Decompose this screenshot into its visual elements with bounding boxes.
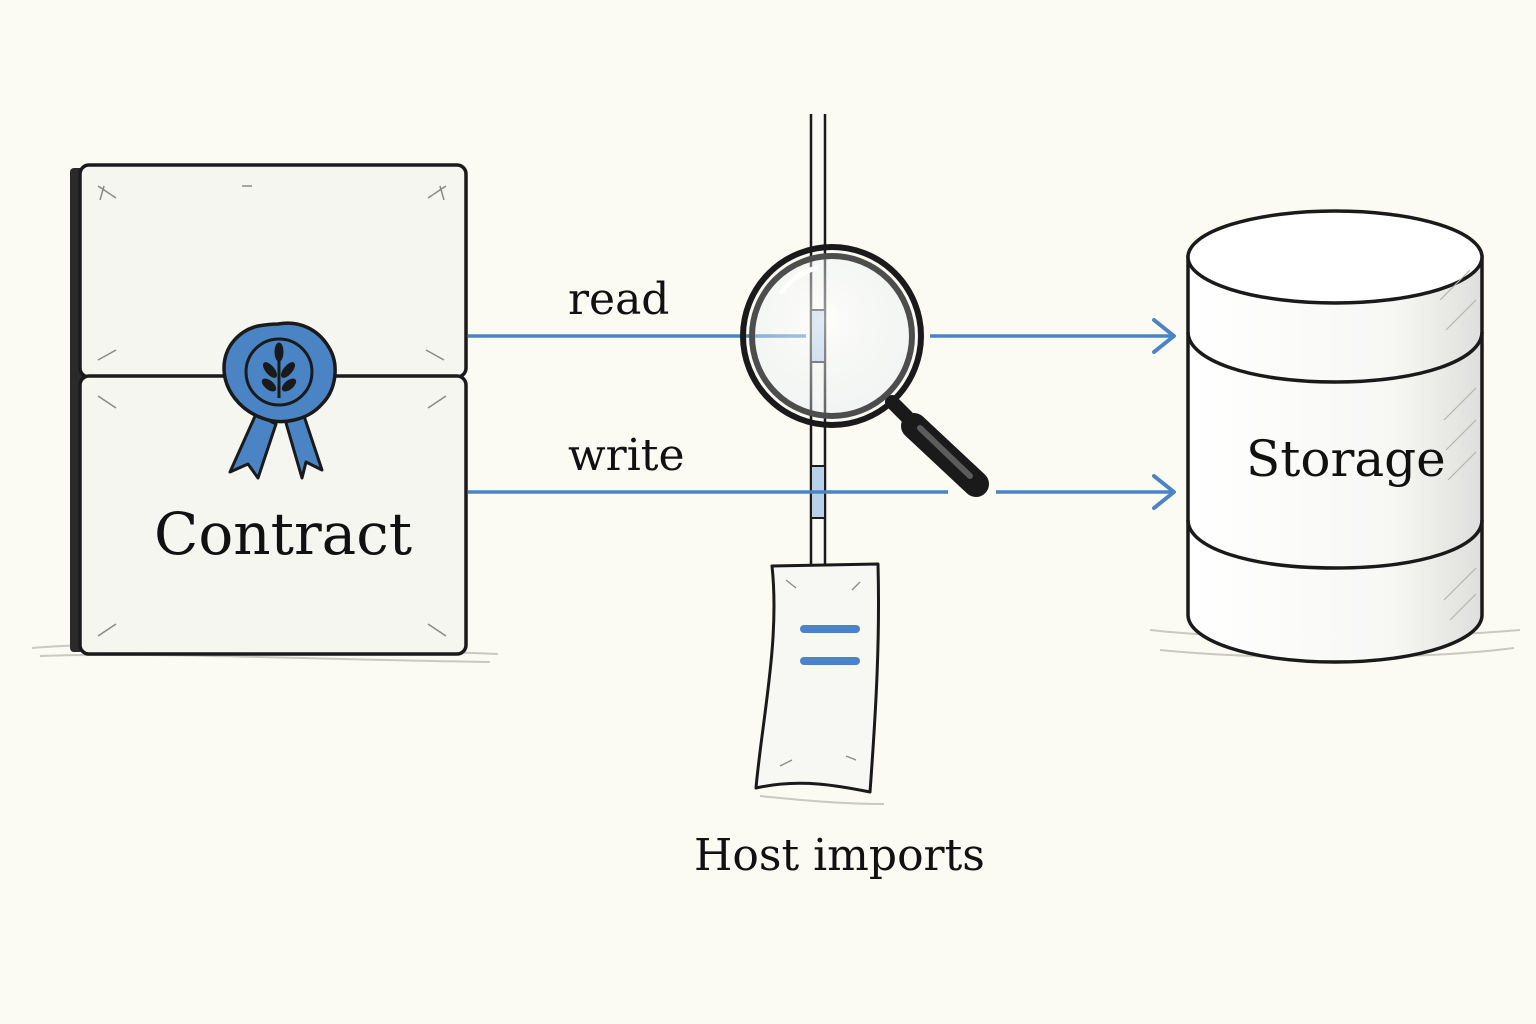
storage-band-2 [1186,519,1484,570]
tag-body [754,562,881,794]
seal-inner-ring [244,337,314,407]
write-edge-label: write [568,430,685,481]
read-edge-label: read [568,274,670,325]
contract-node [31,163,499,663]
wax-seal-ribbon-icon [222,321,337,480]
storage-band-1 [1186,331,1484,384]
magnifier-glint [779,265,819,295]
edge-write-arrowhead [1152,474,1176,510]
contract-label: Contract [154,500,413,568]
tag-shadow [759,795,885,805]
magnifying-glass-icon [740,244,989,497]
edge-write [468,474,1176,510]
magnifier-handle-highlight [917,425,973,479]
contract-corner-marks [97,185,447,637]
storage-node [1149,209,1521,664]
paper-tag-icon [754,562,885,805]
edge-read-arrowhead [1152,318,1176,354]
host-imports-label: Host imports [694,830,985,881]
magnifier-rim-inner [749,253,915,419]
leaf-sprig [261,342,297,398]
storage-hatching [1439,269,1477,621]
storage-top [1186,209,1484,305]
magnifier-rim-outer [740,244,924,428]
magnifier-lens [750,254,914,418]
storage-label: Storage [1246,430,1446,488]
